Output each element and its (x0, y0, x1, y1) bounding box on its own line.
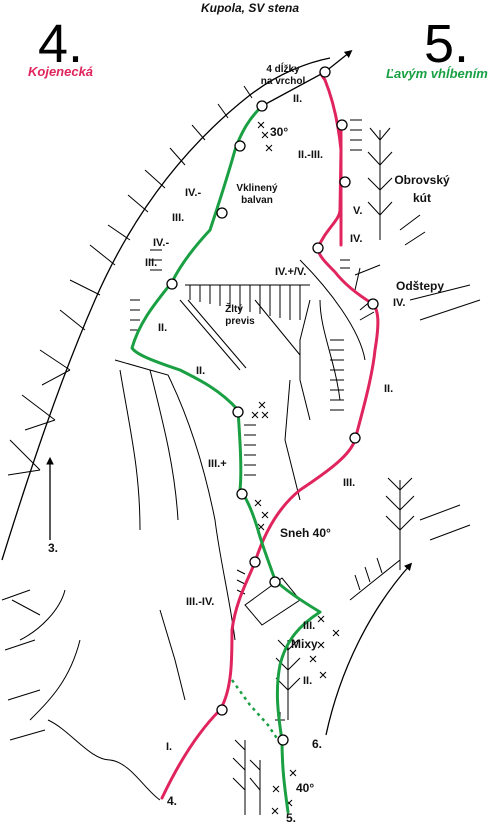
vklineny-label-2: balvan (241, 195, 273, 206)
grade-label: II. (293, 93, 302, 105)
grade-label: III. (145, 257, 157, 269)
grade-label: III.-IV. (186, 596, 214, 608)
vklineny-label-1: Vklinený (236, 183, 278, 194)
crosses (251, 121, 340, 815)
route-5-line (130, 104, 322, 814)
grade-label: V. (353, 205, 362, 217)
top-note-line2: na vrchol (261, 76, 306, 87)
belay-station (336, 119, 348, 131)
grade-label: III. (343, 477, 355, 489)
right-corner (284, 127, 481, 501)
obrovsky-label-1: Obrovský (394, 173, 450, 187)
belay-stations (166, 66, 379, 746)
sneh-label: Sneh 40° (280, 526, 331, 540)
zlty-previs-strokes (179, 284, 310, 371)
route-5-name: Ľavým vhĺbením (386, 66, 488, 81)
angle-bottom-label: 40° (296, 781, 314, 795)
zlty-label-1: Žltý (225, 302, 243, 315)
top-note-line1: 4 dĺžky (266, 61, 300, 75)
belay-station (249, 556, 261, 568)
mixy-label: Mixy (291, 637, 318, 651)
belay-station (216, 207, 228, 219)
belay-station (234, 140, 246, 152)
start-5-label: 5. (286, 811, 296, 825)
belay-station (319, 66, 331, 78)
grade-label: III. (303, 620, 315, 632)
belay-station (216, 704, 228, 716)
grade-label: III. (172, 212, 184, 224)
lower-right-trees (232, 477, 471, 815)
route-4-name: Kojenecká (28, 64, 93, 79)
left-buttress (114, 359, 236, 701)
grade-label: IV.+/V. (275, 266, 306, 278)
odstepy-label: Odštepy (396, 279, 444, 293)
left-ridge (1, 57, 331, 741)
belay-station (339, 176, 351, 188)
right-hatch (330, 119, 375, 411)
grade-label: II. (303, 675, 312, 687)
belay-station (256, 100, 268, 112)
belay-station (166, 278, 178, 290)
obrovsky-label-2: kút (413, 191, 431, 205)
grade-label: II. (384, 383, 393, 395)
belay-station (277, 734, 289, 746)
belay-station (367, 298, 379, 310)
grade-label: IV.- (153, 237, 169, 249)
angle-top-label: 30° (270, 125, 288, 139)
grade-label: II.-III. (298, 149, 323, 161)
grade-label: I. (166, 741, 172, 753)
grade-label: II. (158, 322, 167, 334)
grade-label: IV.- (185, 187, 201, 199)
start-3-label: 3. (48, 541, 58, 555)
belay-station (312, 242, 324, 254)
ground-line (47, 719, 161, 801)
route-hatching (130, 249, 285, 728)
grade-label: III.+ (208, 458, 227, 470)
belay-station (349, 432, 361, 444)
route-5-dotted-link (230, 679, 280, 741)
wall-title: Kupola, SV stena (201, 1, 299, 15)
belay-station (232, 406, 244, 418)
grade-label: IV. (350, 233, 362, 245)
grade-label: IV. (393, 297, 405, 309)
zlty-label-2: previs (225, 316, 255, 327)
grade-label: II. (196, 365, 205, 377)
belay-station (269, 576, 281, 588)
route-5-number: 5. (424, 14, 469, 74)
start-4-label: 4. (167, 794, 177, 808)
start-arrow-6 (325, 562, 413, 736)
belay-station (236, 488, 248, 500)
start-6-label: 6. (312, 737, 322, 751)
route-4-number: 4. (38, 14, 83, 74)
